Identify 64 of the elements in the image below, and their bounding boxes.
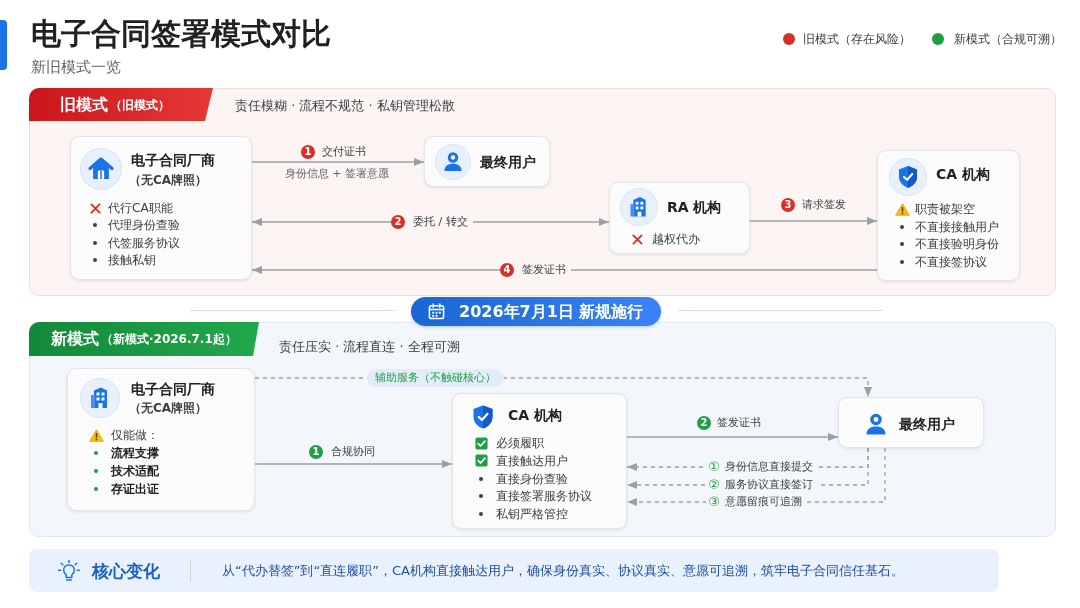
summary-title: 核心变化	[92, 559, 160, 582]
date-banner	[411, 297, 661, 326]
arrow	[251, 266, 878, 274]
banner-text: 2026年7月1日 新规施行	[459, 301, 644, 322]
card-title: 电子合同厂商	[131, 151, 215, 170]
entity-card	[452, 393, 627, 529]
list-item: 代理身份查验	[108, 217, 180, 234]
legend-label: 新模式（合规可溯）	[954, 31, 1062, 47]
section-note: （新模式·2026.7.1起）	[101, 331, 237, 347]
arrow	[251, 158, 425, 166]
list-item: 私钥严格管控	[496, 506, 568, 523]
list-item: 必须履职	[496, 435, 544, 451]
list-item: 不直接签协议	[915, 254, 987, 271]
arrow	[626, 433, 839, 441]
card-subtitle: （无CA牌照）	[129, 172, 208, 188]
section-tab	[29, 322, 259, 356]
edge-label: 服务协议直接签订	[722, 477, 818, 493]
list-item: 直接触达用户	[496, 452, 568, 469]
section-note: （旧模式）	[110, 96, 170, 113]
card-title: 最终用户	[480, 153, 536, 172]
section-tab	[29, 88, 213, 121]
card-title: 电子合同厂商	[131, 380, 215, 399]
entity-card	[67, 368, 255, 511]
list-item: 接触私钥	[108, 252, 156, 269]
edge-label: 委托 / 转交	[405, 214, 473, 230]
list-item: 不直接验明身份	[915, 236, 999, 253]
section-title: 旧模式	[60, 94, 108, 115]
card-title: RA 机构	[667, 198, 722, 217]
arrow	[749, 217, 878, 225]
list-item: 越权代办	[652, 231, 700, 247]
summary-text: 从“代办替签”到“直连履职”，CA机构直接触达用户，确保身份真实、协议真实、意愿可追溯，筑牢电子合同信任基石。	[222, 561, 904, 580]
list-item: 技术适配	[111, 463, 159, 479]
entity-card	[424, 136, 550, 187]
card-title: 最终用户	[899, 415, 955, 434]
list-item: 代签服务协议	[108, 234, 180, 251]
list-item: 直接签署服务协议	[496, 488, 592, 505]
summary-bar	[29, 549, 999, 592]
page-title: 电子合同签署模式对比	[31, 15, 331, 53]
entity-card	[877, 150, 1020, 281]
edge-label: 签发证书	[514, 262, 571, 278]
section-panel	[29, 88, 1056, 296]
list-item: 流程支撑	[111, 445, 159, 461]
section-title: 新模式	[51, 329, 99, 349]
list-item: 存证出证	[111, 481, 159, 497]
list-item: 不直接接触用户	[915, 218, 999, 235]
entity-card	[609, 182, 750, 254]
list-item: 代行CA职能	[108, 200, 173, 216]
edge-label: 辅助服务（不触碰核心）	[367, 369, 504, 387]
card-title: CA 机构	[508, 406, 562, 425]
list-item: 职责被架空	[915, 201, 975, 217]
list-item: 仅能做：	[111, 427, 159, 443]
section-subtitle: 责任模糊 · 流程不规范 · 私钥管理松散	[235, 97, 455, 115]
entity-card	[70, 136, 252, 280]
arrow	[254, 460, 453, 468]
section-panel	[29, 322, 1056, 537]
card-title: CA 机构	[936, 165, 990, 184]
edge-note: 身份信息 + 签署意愿	[285, 166, 389, 181]
section-subtitle: 责任压实 · 流程直连 · 全程可溯	[279, 338, 460, 356]
list-item: 直接身份查验	[496, 470, 568, 487]
legend-label: 旧模式（存在风险）	[803, 31, 911, 47]
card-subtitle: （无CA牌照）	[129, 400, 208, 416]
page-subtitle: 新旧模式一览	[31, 57, 121, 77]
entity-card	[838, 397, 984, 448]
edge-label: 身份信息直接提交	[722, 459, 818, 475]
